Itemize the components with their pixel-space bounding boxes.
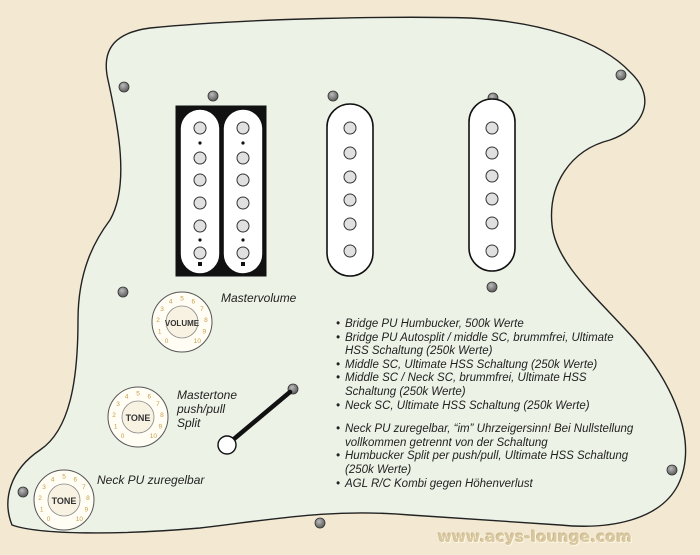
knob-scale-number: 8 bbox=[160, 412, 164, 419]
knob-scale-number: 5 bbox=[180, 296, 184, 303]
selector-switch bbox=[217, 389, 293, 455]
knob-scale-number: 3 bbox=[116, 401, 120, 408]
knob-scale-number: 9 bbox=[158, 424, 162, 431]
note-item: Neck PU zuregelbar, “im” Uhrzeigersinn! … bbox=[336, 423, 636, 450]
master-volume-label: Mastervolume bbox=[221, 291, 297, 305]
master-tone-line-2: push/pull bbox=[177, 402, 226, 416]
knob-scale-number: 2 bbox=[112, 412, 116, 419]
master-tone-line-3: Split bbox=[177, 416, 201, 430]
note-item: Bridge PU Autosplit / middle SC, brummfr… bbox=[336, 332, 636, 359]
note-item: Humbucker Split per push/pull, Ultimate … bbox=[336, 450, 636, 477]
neck-tone-knob-label: TONE bbox=[52, 496, 77, 506]
master-tone-line-1: Mastertone bbox=[177, 388, 238, 402]
knob-scale-number: 4 bbox=[125, 393, 129, 400]
knob-scale-number: 7 bbox=[200, 306, 204, 313]
knob-scale-number: 10 bbox=[150, 433, 158, 440]
watermark: www.acys-lounge.com bbox=[438, 528, 633, 546]
knob-scale-number: 0 bbox=[165, 338, 169, 345]
knob-scale-number: 0 bbox=[121, 433, 125, 440]
knob-scale-number: 2 bbox=[38, 495, 42, 502]
knob-scale-number: 0 bbox=[47, 516, 51, 523]
knob-scale-number: 1 bbox=[158, 329, 162, 336]
knob-scale-number: 6 bbox=[73, 476, 77, 483]
knob-scale-number: 7 bbox=[82, 484, 86, 491]
knob-scale-number: 9 bbox=[84, 507, 88, 514]
knob-scale-number: 2 bbox=[156, 317, 160, 324]
knob-scale-number: 1 bbox=[40, 507, 44, 514]
note-item: Middle SC, Ultimate HSS Schaltung (250k … bbox=[336, 359, 636, 373]
neck-single-coil bbox=[468, 98, 516, 272]
knob-scale-number: 3 bbox=[160, 306, 164, 313]
note-item: Middle SC / Neck SC, brummfrei, Ultimate… bbox=[336, 372, 636, 399]
note-item: Bridge PU Humbucker, 500k Werte bbox=[336, 318, 636, 332]
middle-single-coil bbox=[326, 103, 374, 277]
notes-group-2: Neck PU zuregelbar, “im” Uhrzeigersinn! … bbox=[336, 423, 636, 491]
tone-knob-label: TONE bbox=[126, 413, 151, 423]
neck-pu-label: Neck PU zuregelbar bbox=[97, 473, 205, 487]
knob-scale-number: 4 bbox=[169, 298, 173, 305]
screws bbox=[17, 69, 678, 529]
knob-scale-number: 7 bbox=[156, 401, 160, 408]
knob-scale-number: 8 bbox=[86, 495, 90, 502]
knob-scale-number: 9 bbox=[202, 329, 206, 336]
notes-panel: Bridge PU Humbucker, 500k Werte Bridge P… bbox=[336, 318, 636, 491]
note-item: Neck SC, Ultimate HSS Schaltung (250k We… bbox=[336, 400, 636, 414]
notes-group-1: Bridge PU Humbucker, 500k Werte Bridge P… bbox=[336, 318, 636, 413]
knob-scale-number: 10 bbox=[76, 516, 84, 523]
volume-knob-label: VOLUME bbox=[165, 319, 200, 328]
knob-scale-number: 1 bbox=[114, 424, 118, 431]
note-item: AGL R/C Kombi gegen Höhenverlust bbox=[336, 478, 636, 492]
knob-scale-number: 3 bbox=[42, 484, 46, 491]
knob-scale-number: 6 bbox=[191, 298, 195, 305]
knob-scale-number: 5 bbox=[62, 474, 66, 481]
knob-scale-number: 6 bbox=[147, 393, 151, 400]
knob-scale-number: 10 bbox=[194, 338, 202, 345]
knob-scale-number: 8 bbox=[204, 317, 208, 324]
knob-scale-number: 5 bbox=[136, 391, 140, 398]
knob-scale-number: 4 bbox=[51, 476, 55, 483]
humbucker-pickup bbox=[175, 105, 267, 277]
master-tone-label: Mastertone push/pull Split bbox=[177, 388, 237, 430]
